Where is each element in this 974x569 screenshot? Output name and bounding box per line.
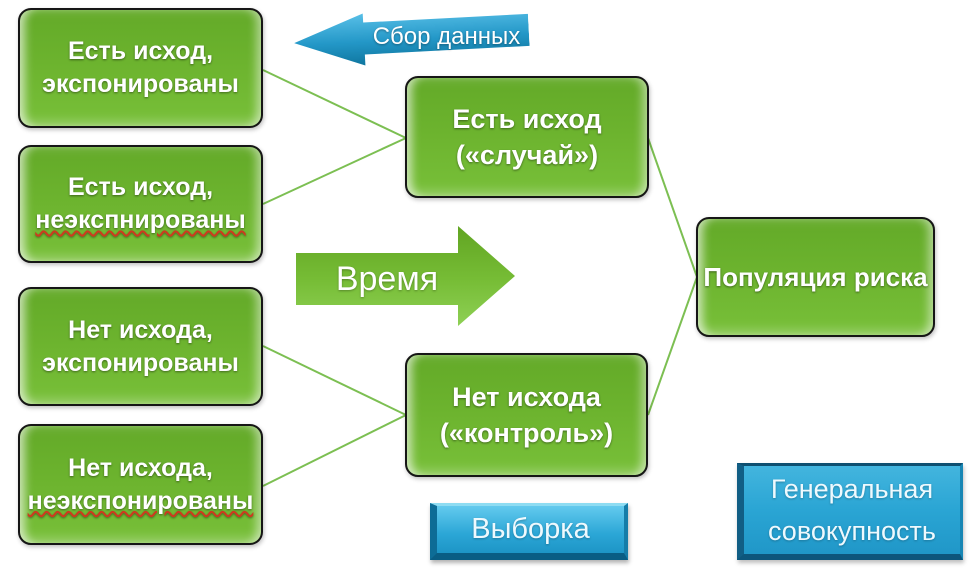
node-population-at-risk: Популяция риска: [696, 217, 935, 337]
sample-panel: Выборка: [430, 503, 628, 560]
node-label-line-misspelled: неэкспнированы: [35, 206, 246, 234]
node-label-line: («контроль»): [439, 418, 614, 448]
sample-panel-label: Выборка: [471, 513, 590, 545]
data-collection-arrow-label: Сбор данных: [372, 23, 521, 50]
node-label-line: Есть исход: [452, 104, 602, 134]
time-arrow-label: Время: [335, 259, 439, 298]
node-case: Есть исход («случай»): [405, 76, 649, 198]
node-label-line: Нет исхода: [452, 382, 601, 412]
node-outcome-exposed: Есть исход, экспонированы: [18, 8, 263, 128]
node-label-line: Есть исход,: [67, 37, 214, 65]
node-label-line: Нет исхода,: [68, 315, 213, 344]
node-label-line: экспонированы: [42, 348, 239, 377]
connector-outcome-unexposed-to-case: [262, 137, 407, 205]
connector-case-to-population: [647, 137, 698, 278]
node-label-line-misspelled: неэкспонированы: [27, 486, 254, 515]
connector-control-to-population: [647, 276, 698, 416]
general-population-panel: Генеральная совокупность: [737, 463, 963, 560]
node-label-line: Нет исхода,: [68, 453, 213, 482]
node-outcome-unexposed: Есть исход, неэкспнированы: [18, 145, 263, 263]
node-label-line: Популяция риска: [703, 262, 928, 292]
general-population-label-line: совокупность: [768, 516, 936, 546]
time-arrow: Время: [296, 226, 516, 326]
connector-outcome-exposed-to-case: [262, 69, 407, 139]
node-no-outcome-exposed: Нет исхода, экспонированы: [18, 287, 263, 406]
node-control: Нет исхода («контроль»): [405, 353, 648, 477]
general-population-label-line: Генеральная: [770, 474, 934, 504]
node-label-line: Есть исход,: [67, 173, 214, 201]
node-label-line: («случай»): [455, 140, 599, 170]
node-no-outcome-unexposed: Нет исхода, неэкспонированы: [18, 424, 263, 545]
data-collection-arrow: Сбор данных: [294, 11, 529, 63]
node-label-line: экспонированы: [42, 70, 239, 98]
connector-nooutcome-exposed-to-control: [262, 345, 407, 416]
connector-nooutcome-unexposed-to-control: [262, 414, 407, 487]
